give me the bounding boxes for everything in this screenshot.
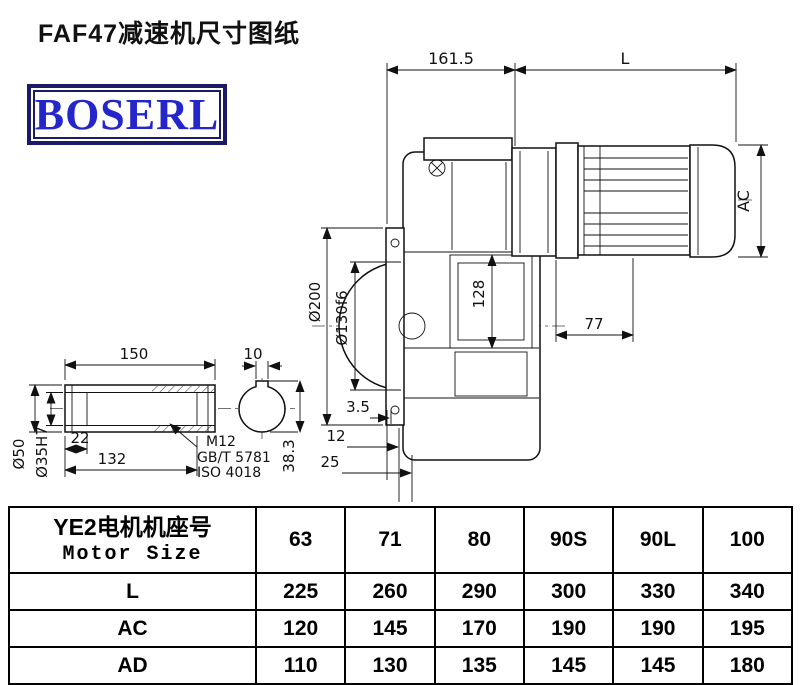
table-cell: 290	[433, 572, 525, 611]
dim-flange-thickness: 3.5	[346, 398, 370, 416]
boserl-logo: BOSERL	[27, 84, 227, 145]
dim-face-offset-12: 12	[326, 427, 345, 445]
dim-keyway-depth: 38.3	[280, 439, 298, 472]
table-cell: 135	[433, 646, 525, 685]
table-cell: 180	[701, 646, 794, 685]
row-label-l: L	[8, 572, 257, 611]
motor-adapter	[511, 147, 557, 257]
motor	[555, 142, 736, 259]
dim-keyway-width: 10	[243, 345, 262, 363]
table-cell: 195	[701, 609, 794, 648]
dim-bore-diameter: Ø35H7	[33, 426, 51, 478]
dimension-labels: 161.5 L AC Ø200 Ø130f6 128 77 3.5 12 25 …	[10, 49, 753, 481]
dim-bore-step: 22	[70, 429, 89, 447]
dim-gearbox-length: 161.5	[428, 49, 474, 68]
motor-frame-label-en: Motor Size	[62, 542, 203, 566]
table-cell: 190	[612, 609, 704, 648]
note-standard-2: ISO 4018	[197, 465, 261, 481]
dimension-lines	[29, 63, 768, 502]
note-standard-1: GB/T 5781	[197, 450, 271, 466]
table-cell: 170	[433, 609, 525, 648]
table-cell: 120	[254, 609, 347, 648]
table-row-ad: AD 110 130 135 145 145 180	[8, 646, 794, 685]
shaft-detail	[64, 384, 216, 433]
table-cell: 145	[612, 646, 704, 685]
row-label-ac: AC	[8, 609, 257, 648]
motor-size-90s: 90S	[522, 506, 615, 574]
note-thread-callout: M12	[206, 434, 236, 450]
table-cell: 190	[522, 609, 615, 648]
row-label-ad: AD	[8, 646, 257, 685]
motor-size-71: 71	[344, 506, 436, 574]
table-cell: 260	[344, 572, 436, 611]
dim-center-height: 128	[470, 280, 488, 309]
dim-motor-length: L	[621, 49, 630, 68]
dim-shaft-section-length: 132	[98, 450, 127, 468]
motor-size-90l: 90L	[612, 506, 704, 574]
motor-size-80: 80	[433, 506, 525, 574]
table-cell: 130	[344, 646, 436, 685]
table-row-ac: AC 120 145 170 190 190 195	[8, 609, 794, 648]
dim-face-offset-25: 25	[320, 453, 339, 471]
bore-section-detail	[238, 380, 286, 433]
motor-frame-label-cn: YE2电机机座号	[53, 514, 212, 541]
table-cell: 145	[522, 646, 615, 685]
motor-size-100: 100	[701, 506, 794, 574]
dim-shaft-outer-diameter: Ø50	[10, 439, 28, 470]
dimension-drawing: 161.5 L AC Ø200 Ø130f6 128 77 3.5 12 25 …	[10, 49, 768, 502]
dim-motor-flange-offset: 77	[584, 315, 603, 333]
motor-size-63: 63	[254, 506, 347, 574]
table-cell: 110	[254, 646, 347, 685]
table-header-row: YE2电机机座号 Motor Size 63 71 80 90S 90L 100	[8, 506, 794, 574]
table-row-l: L 225 260 290 300 330 340	[8, 572, 794, 611]
lifting-eye-marker-icon	[428, 159, 446, 177]
logo-text: BOSERL	[34, 90, 220, 139]
table-cell: 145	[344, 609, 436, 648]
table-cell: 300	[522, 572, 615, 611]
table-cell: 340	[701, 572, 794, 611]
motor-frame-header-cell: YE2电机机座号 Motor Size	[8, 506, 257, 574]
table-cell: 225	[254, 572, 347, 611]
dim-flange-diameter: Ø200	[306, 282, 324, 322]
table-cell: 330	[612, 572, 704, 611]
dim-motor-diameter: AC	[734, 190, 753, 212]
motor-size-table: YE2电机机座号 Motor Size 63 71 80 90S 90L 100…	[8, 506, 794, 685]
page-title: FAF47减速机尺寸图纸	[38, 20, 301, 48]
dim-shaft-length: 150	[120, 345, 149, 363]
dim-spigot-diameter: Ø130f6	[333, 290, 351, 345]
